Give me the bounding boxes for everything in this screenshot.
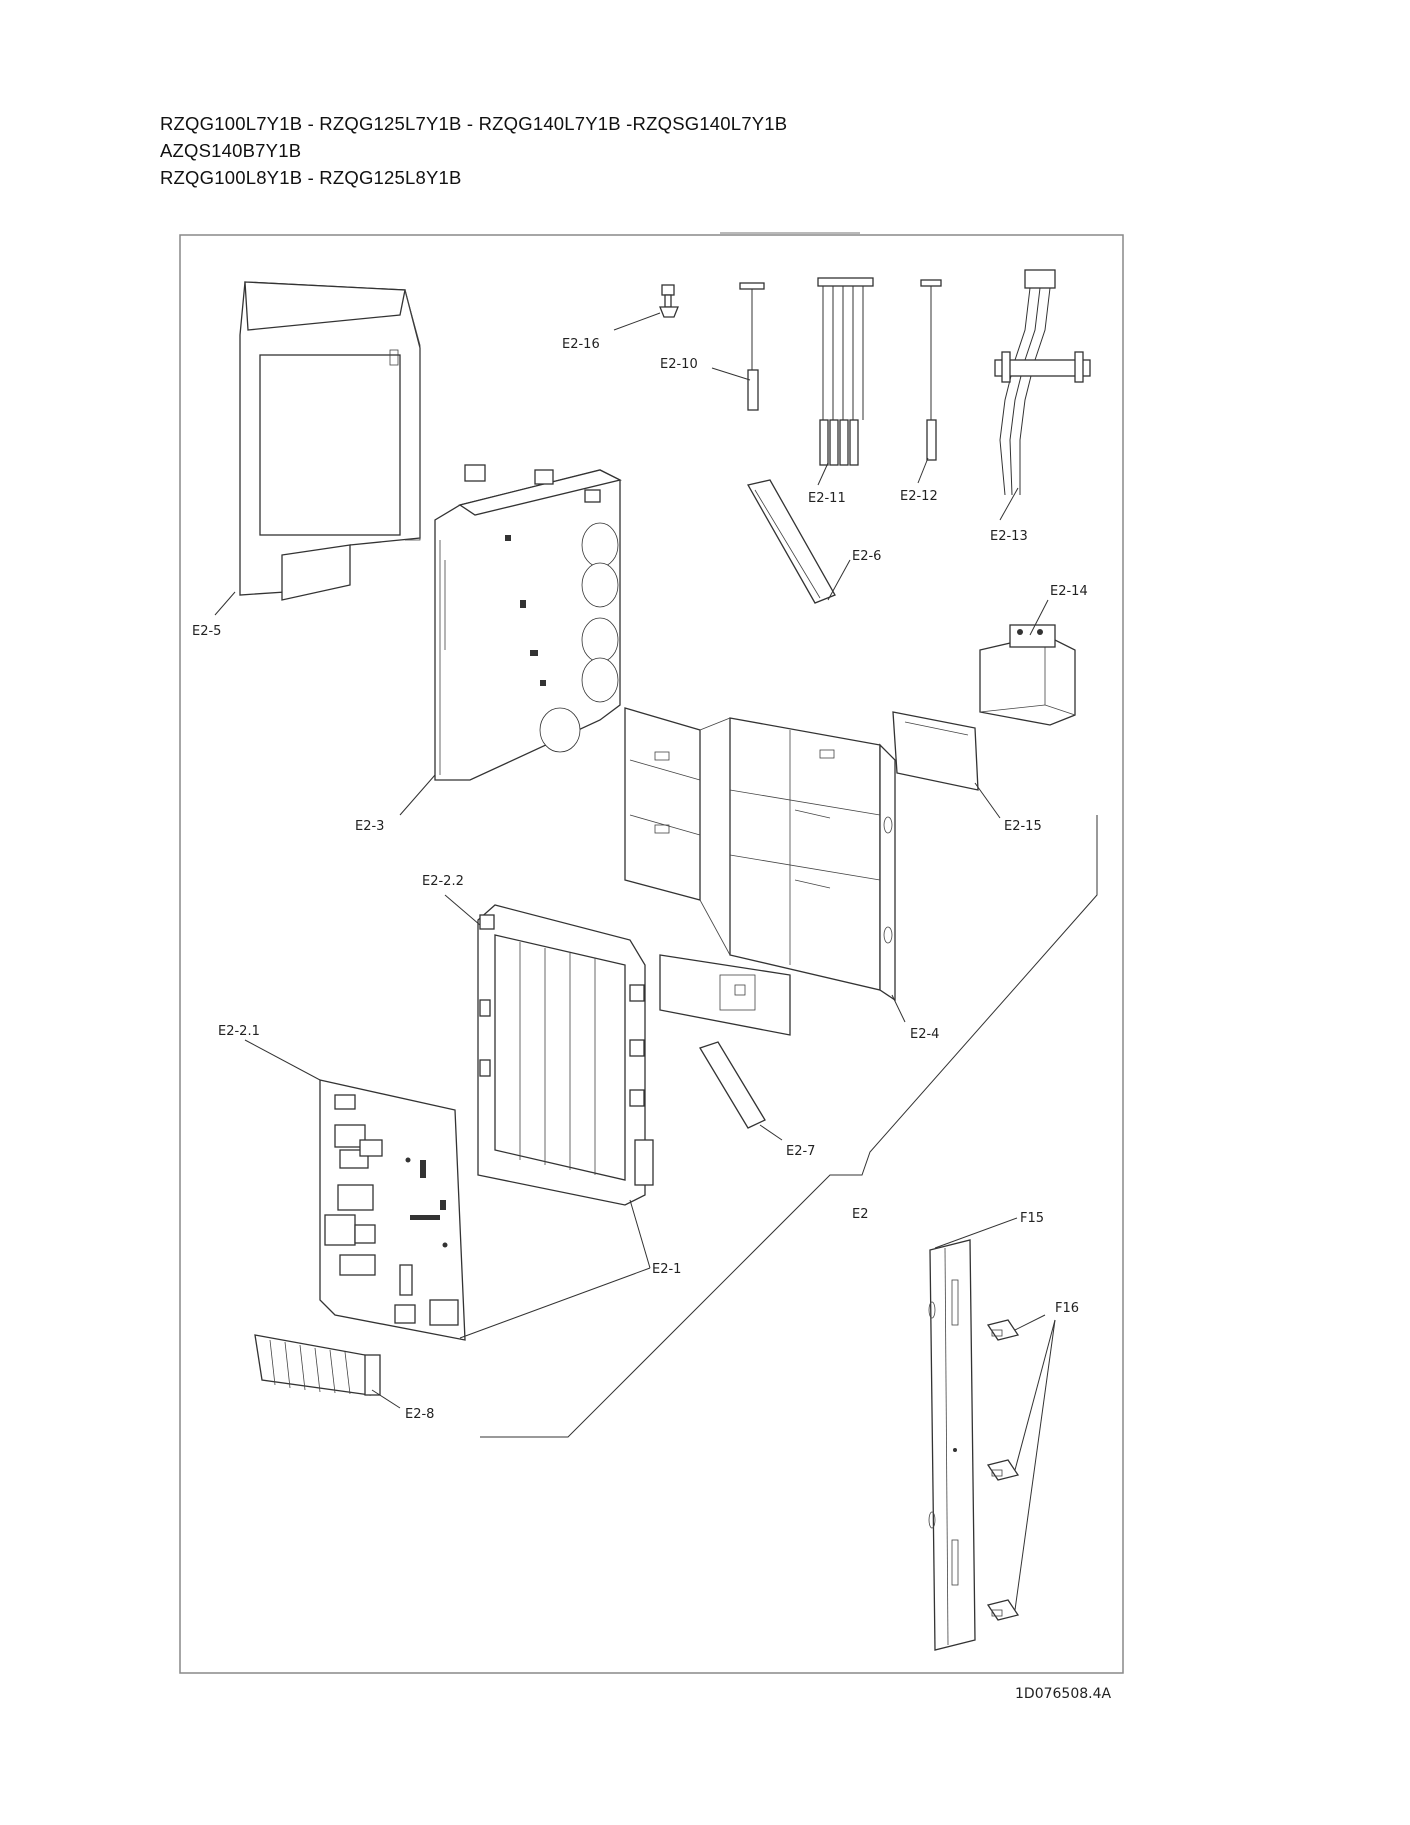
label-e2-11: E2-11 (808, 491, 846, 506)
label-e2-4: E2-4 (910, 1027, 939, 1042)
label-e2-3: E2-3 (355, 819, 384, 834)
model-line-3: RZQG100L8Y1B - RZQG125L8Y1B (160, 167, 462, 188)
label-e2-2-1: E2-2.1 (218, 1024, 260, 1039)
panel-f15 (928, 1239, 976, 1651)
clips-f16 (986, 1319, 1020, 1621)
label-f16: F16 (1055, 1301, 1079, 1316)
label-e2-1: E2-1 (652, 1262, 681, 1277)
thermistor-e2-12 (920, 279, 942, 461)
circuit-board-e2-15 (892, 711, 979, 791)
document-number: 1D076508.4A (1015, 1686, 1111, 1702)
label-e2-10: E2-10 (660, 357, 698, 372)
part-e2-7 (699, 1041, 766, 1129)
thermistor-e2-10 (739, 282, 765, 411)
reactor-e2-14 (979, 624, 1076, 726)
wire-harness-e2-13 (994, 269, 1091, 496)
leader-lines (214, 312, 1056, 1611)
label-e2-14: E2-14 (1050, 584, 1088, 599)
diagram-frame (179, 234, 1124, 1674)
e2-group-boundary (480, 815, 1098, 1438)
frame-e2-2-2 (477, 904, 654, 1206)
panel-e2-4 (624, 707, 896, 1036)
label-e2-15: E2-15 (1004, 819, 1042, 834)
label-e2-12: E2-12 (900, 489, 938, 504)
label-e2-5: E2-5 (192, 624, 221, 639)
label-e2-13: E2-13 (990, 529, 1028, 544)
terminal-block-e2-8 (254, 1334, 381, 1396)
label-e2-2-2: E2-2.2 (422, 874, 464, 889)
label-e2: E2 (852, 1207, 869, 1222)
label-e2-8: E2-8 (405, 1407, 434, 1422)
pcb-e2-2-1 (319, 1079, 466, 1341)
model-line-2: AZQS140B7Y1B (160, 140, 302, 161)
part-e2-16 (659, 284, 679, 318)
label-f15: F15 (1020, 1211, 1044, 1226)
label-e2-7: E2-7 (786, 1144, 815, 1159)
label-e2-6: E2-6 (852, 549, 881, 564)
cover-plate-e2-5 (239, 281, 421, 601)
model-line-1: RZQG100L7Y1B - RZQG125L7Y1B - RZQG140L7Y… (160, 113, 788, 134)
thermistor-harness-e2-11 (817, 277, 874, 466)
model-list: RZQG100L7Y1B - RZQG125L7Y1B - RZQG140L7Y… (160, 110, 1060, 191)
label-e2-16: E2-16 (562, 337, 600, 352)
part-e2-6 (747, 479, 836, 604)
switch-box-e2-3 (434, 464, 622, 781)
